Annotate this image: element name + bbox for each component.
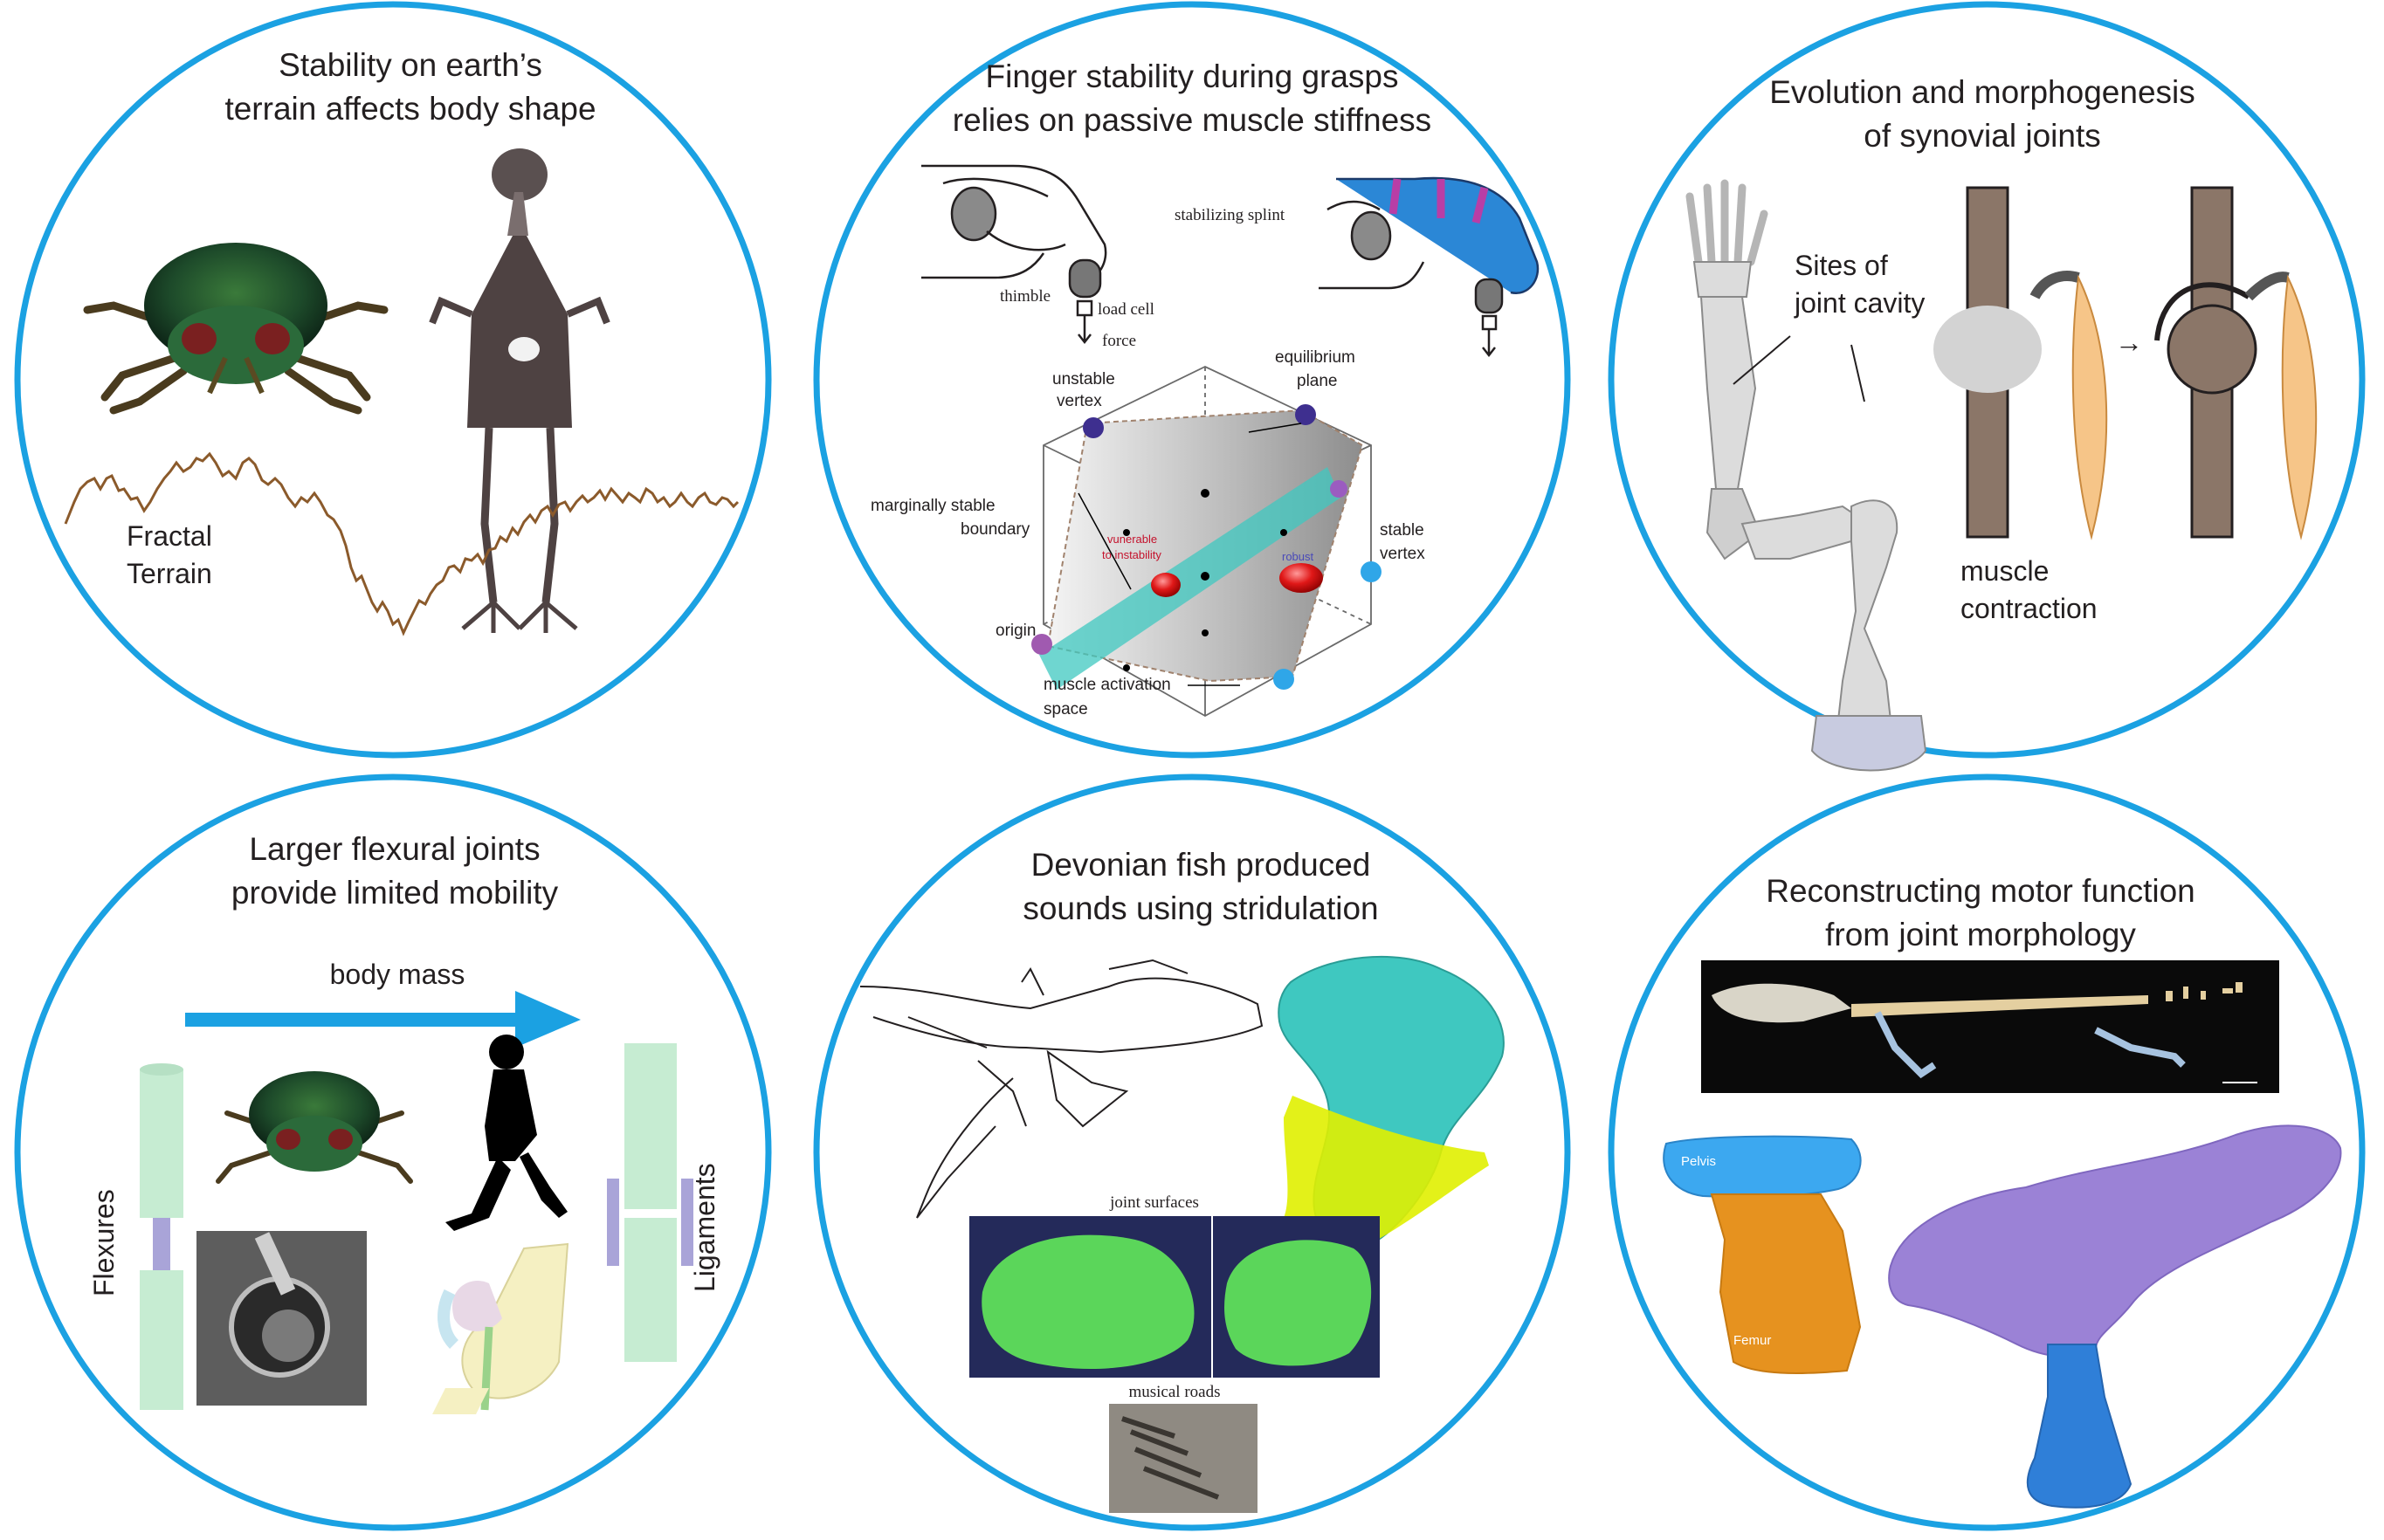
- panel-terrain: Stability on earth’s terrain affects bod…: [64, 47, 740, 636]
- purple-edge-dot: [1330, 480, 1347, 498]
- load-cell-label: load cell: [1098, 300, 1154, 319]
- bird-skeleton-image: [429, 148, 610, 633]
- contraction-label: contraction: [1960, 593, 2098, 624]
- panel-ring-fish: [813, 773, 1571, 1531]
- body-mass-label: body mass: [330, 959, 465, 990]
- force-label: force: [1102, 332, 1136, 350]
- pelvis-femur-model: [1663, 1135, 1862, 1374]
- panel-title-terrain-line2: terrain affects body shape: [224, 91, 596, 127]
- sites-label: Sites of: [1795, 250, 1888, 281]
- arrow-label: →: [2115, 327, 2143, 358]
- fractal-terrain-line: [64, 451, 740, 636]
- beetle-image-small: [216, 1071, 413, 1184]
- panel-finger: Finger stability during grasps relies on…: [871, 58, 1540, 718]
- panel-rings: [14, 1, 2366, 1531]
- marginal-stability-band: [1039, 467, 1340, 690]
- robust-point: [1279, 563, 1323, 593]
- panel-fish: Devonian fish produced sounds using stri…: [859, 847, 1505, 1513]
- fractal-label: Fractal: [127, 520, 212, 552]
- unstable-label: unstable: [1052, 370, 1115, 388]
- hand-thimble-sketch: [921, 164, 1107, 345]
- vulnerable-label: vunerable: [1107, 533, 1157, 546]
- stable-vertex-label: vertex: [1380, 545, 1425, 563]
- stable-label: stable: [1380, 521, 1424, 540]
- stable-vertex-dot: [1361, 561, 1381, 582]
- origin-dot: [1031, 634, 1052, 655]
- panel-title-motor-line1: Reconstructing motor function: [1766, 873, 2195, 909]
- unstable-vertex-label: vertex: [1057, 392, 1102, 410]
- ligaments-label: Ligaments: [689, 1163, 720, 1292]
- purple-bone-model: [1888, 1124, 2342, 1509]
- femur-label: Femur: [1733, 1333, 1771, 1348]
- space-label: space: [1044, 700, 1088, 718]
- sem-micrograph-image: [196, 1231, 367, 1406]
- origin-label: origin: [996, 622, 1036, 640]
- knee-joint-model: [432, 1242, 569, 1414]
- pelvis-label: Pelvis: [1681, 1154, 1716, 1169]
- panel-ring-motor: [1608, 773, 2366, 1531]
- marginal-label: marginally stable: [871, 497, 996, 515]
- vulnerable-point: [1151, 573, 1181, 597]
- hand-splint-sketch: [1319, 176, 1540, 358]
- to-instability-label: to instability: [1102, 548, 1161, 561]
- muscle-activation-cube: [1031, 366, 1381, 718]
- panel-title-fish-line1: Devonian fish produced: [1031, 847, 1371, 883]
- panel-title-synovial-line1: Evolution and morphogenesis: [1769, 74, 2195, 110]
- flexures-label: Flexures: [88, 1189, 120, 1296]
- panel-title-fish-line2: sounds using stridulation: [1023, 890, 1378, 926]
- musical-roads-image: [1109, 1404, 1257, 1513]
- panel-motor: Reconstructing motor function from joint…: [1663, 873, 2342, 1509]
- limb-bones-image: [1685, 179, 1927, 772]
- panel-ring-terrain: [14, 1, 772, 759]
- boundary-label: boundary: [961, 520, 1030, 539]
- panel-synovial: Evolution and morphogenesis of synovial …: [1685, 74, 2318, 772]
- panel-ring-synovial: [1608, 1, 2366, 759]
- unstable-vertex-dot: [1083, 417, 1104, 438]
- thimble-label: thimble: [1000, 287, 1051, 306]
- panel-title-synovial-line2: of synovial joints: [1864, 118, 2100, 154]
- panel-title-terrain-line1: Stability on earth’s: [279, 47, 542, 83]
- splint-label: stabilizing splint: [1175, 206, 1285, 224]
- equilibrium-label: equilibrium: [1275, 348, 1355, 367]
- activation-label: muscle activation: [1044, 676, 1171, 694]
- muscle-label: muscle: [1960, 555, 2049, 587]
- terrain-label: Terrain: [127, 558, 212, 589]
- panel-title-finger-line1: Finger stability during grasps: [986, 58, 1399, 94]
- stable-vertex-dot-2: [1273, 669, 1294, 690]
- flexure-cylinder: [140, 1063, 183, 1410]
- formed-joint-diagram: [2154, 186, 2318, 540]
- beetle-image: [83, 243, 389, 415]
- joint-surfaces-image: [969, 1216, 1380, 1378]
- walking-person-silhouette: [445, 1035, 568, 1231]
- panel-title-flexural-line2: provide limited mobility: [231, 875, 559, 911]
- robust-label: robust: [1282, 550, 1314, 563]
- body-mass-arrow: [185, 991, 581, 1048]
- cavity-label: joint cavity: [1794, 287, 1925, 319]
- panel-ring-flexural: [14, 773, 772, 1531]
- plane-label: plane: [1297, 372, 1338, 390]
- panel-title-finger-line2: relies on passive muscle stiffness: [953, 102, 1431, 138]
- panel-ring-finger: [813, 1, 1571, 759]
- musical-roads-label: musical roads: [1128, 1383, 1220, 1401]
- devonian-fish-sketch: [859, 959, 1264, 1219]
- panel-flexural: Larger flexural joints provide limited m…: [88, 831, 720, 1414]
- unstable-vertex-dot-2: [1295, 404, 1316, 425]
- fossil-skeleton-scan: [1701, 960, 2279, 1093]
- ligament-cylinder: [607, 1043, 693, 1362]
- joint-cavity-diagram: [1933, 186, 2108, 540]
- joint-surfaces-label: joint surfaces: [1109, 1193, 1199, 1212]
- panel-title-flexural-line1: Larger flexural joints: [249, 831, 540, 867]
- panel-title-motor-line2: from joint morphology: [1825, 917, 2136, 952]
